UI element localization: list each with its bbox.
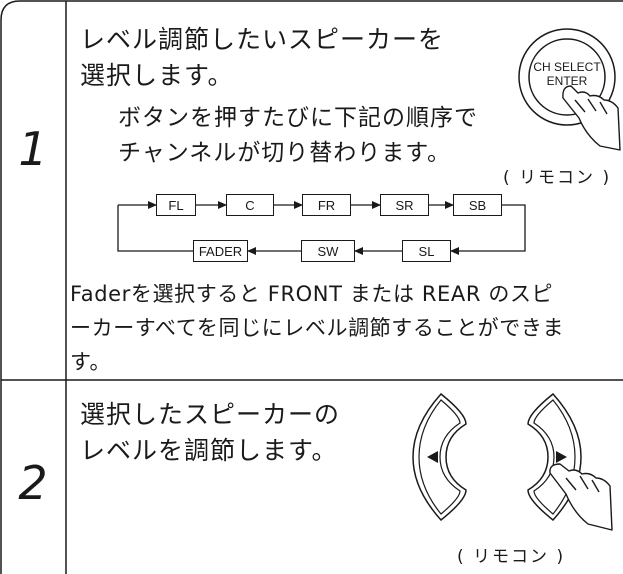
ch-select-label-line-1: CH SELECT — [533, 60, 601, 74]
channel-c: C — [226, 194, 274, 216]
channel-sr: SR — [380, 194, 429, 216]
step-1-number: 1 — [18, 122, 48, 176]
step-2-title-line-2: レベルを調節します。 — [80, 436, 338, 465]
channel-fader: FADER — [193, 240, 248, 262]
step-1-note-line-2: ーカーすべてを同じにレベル調節することができま — [70, 316, 565, 340]
channel-sl: SL — [402, 240, 451, 262]
step-1-note-line-3: す。 — [70, 350, 112, 374]
step-1-desc-line-2: チャンネルが切り替わります。 — [118, 140, 452, 166]
ch-select-label-line-2: ENTER — [546, 74, 588, 88]
step-1-desc-line-1: ボタンを押すたびに下記の順序で — [118, 105, 478, 131]
step-2-number: 2 — [18, 456, 48, 510]
step-1-note-line-1: Faderを選択すると FRONT または REAR のスピ — [70, 282, 554, 306]
channel-fr: FR — [302, 194, 351, 216]
channel-fl: FL — [156, 194, 196, 216]
channel-sb: SB — [453, 194, 502, 216]
step-1-title-line-1: レベル調節したいスピーカーを — [80, 25, 445, 54]
step-2-title-line-1: 選択したスピーカーの — [80, 400, 341, 429]
channel-sw: SW — [301, 240, 355, 262]
step-1-remote-caption: ( リモコン ) — [503, 168, 612, 188]
step-1-title-line-2: 選択します。 — [80, 61, 234, 90]
step-2-remote-caption: ( リモコン ) — [457, 547, 566, 567]
